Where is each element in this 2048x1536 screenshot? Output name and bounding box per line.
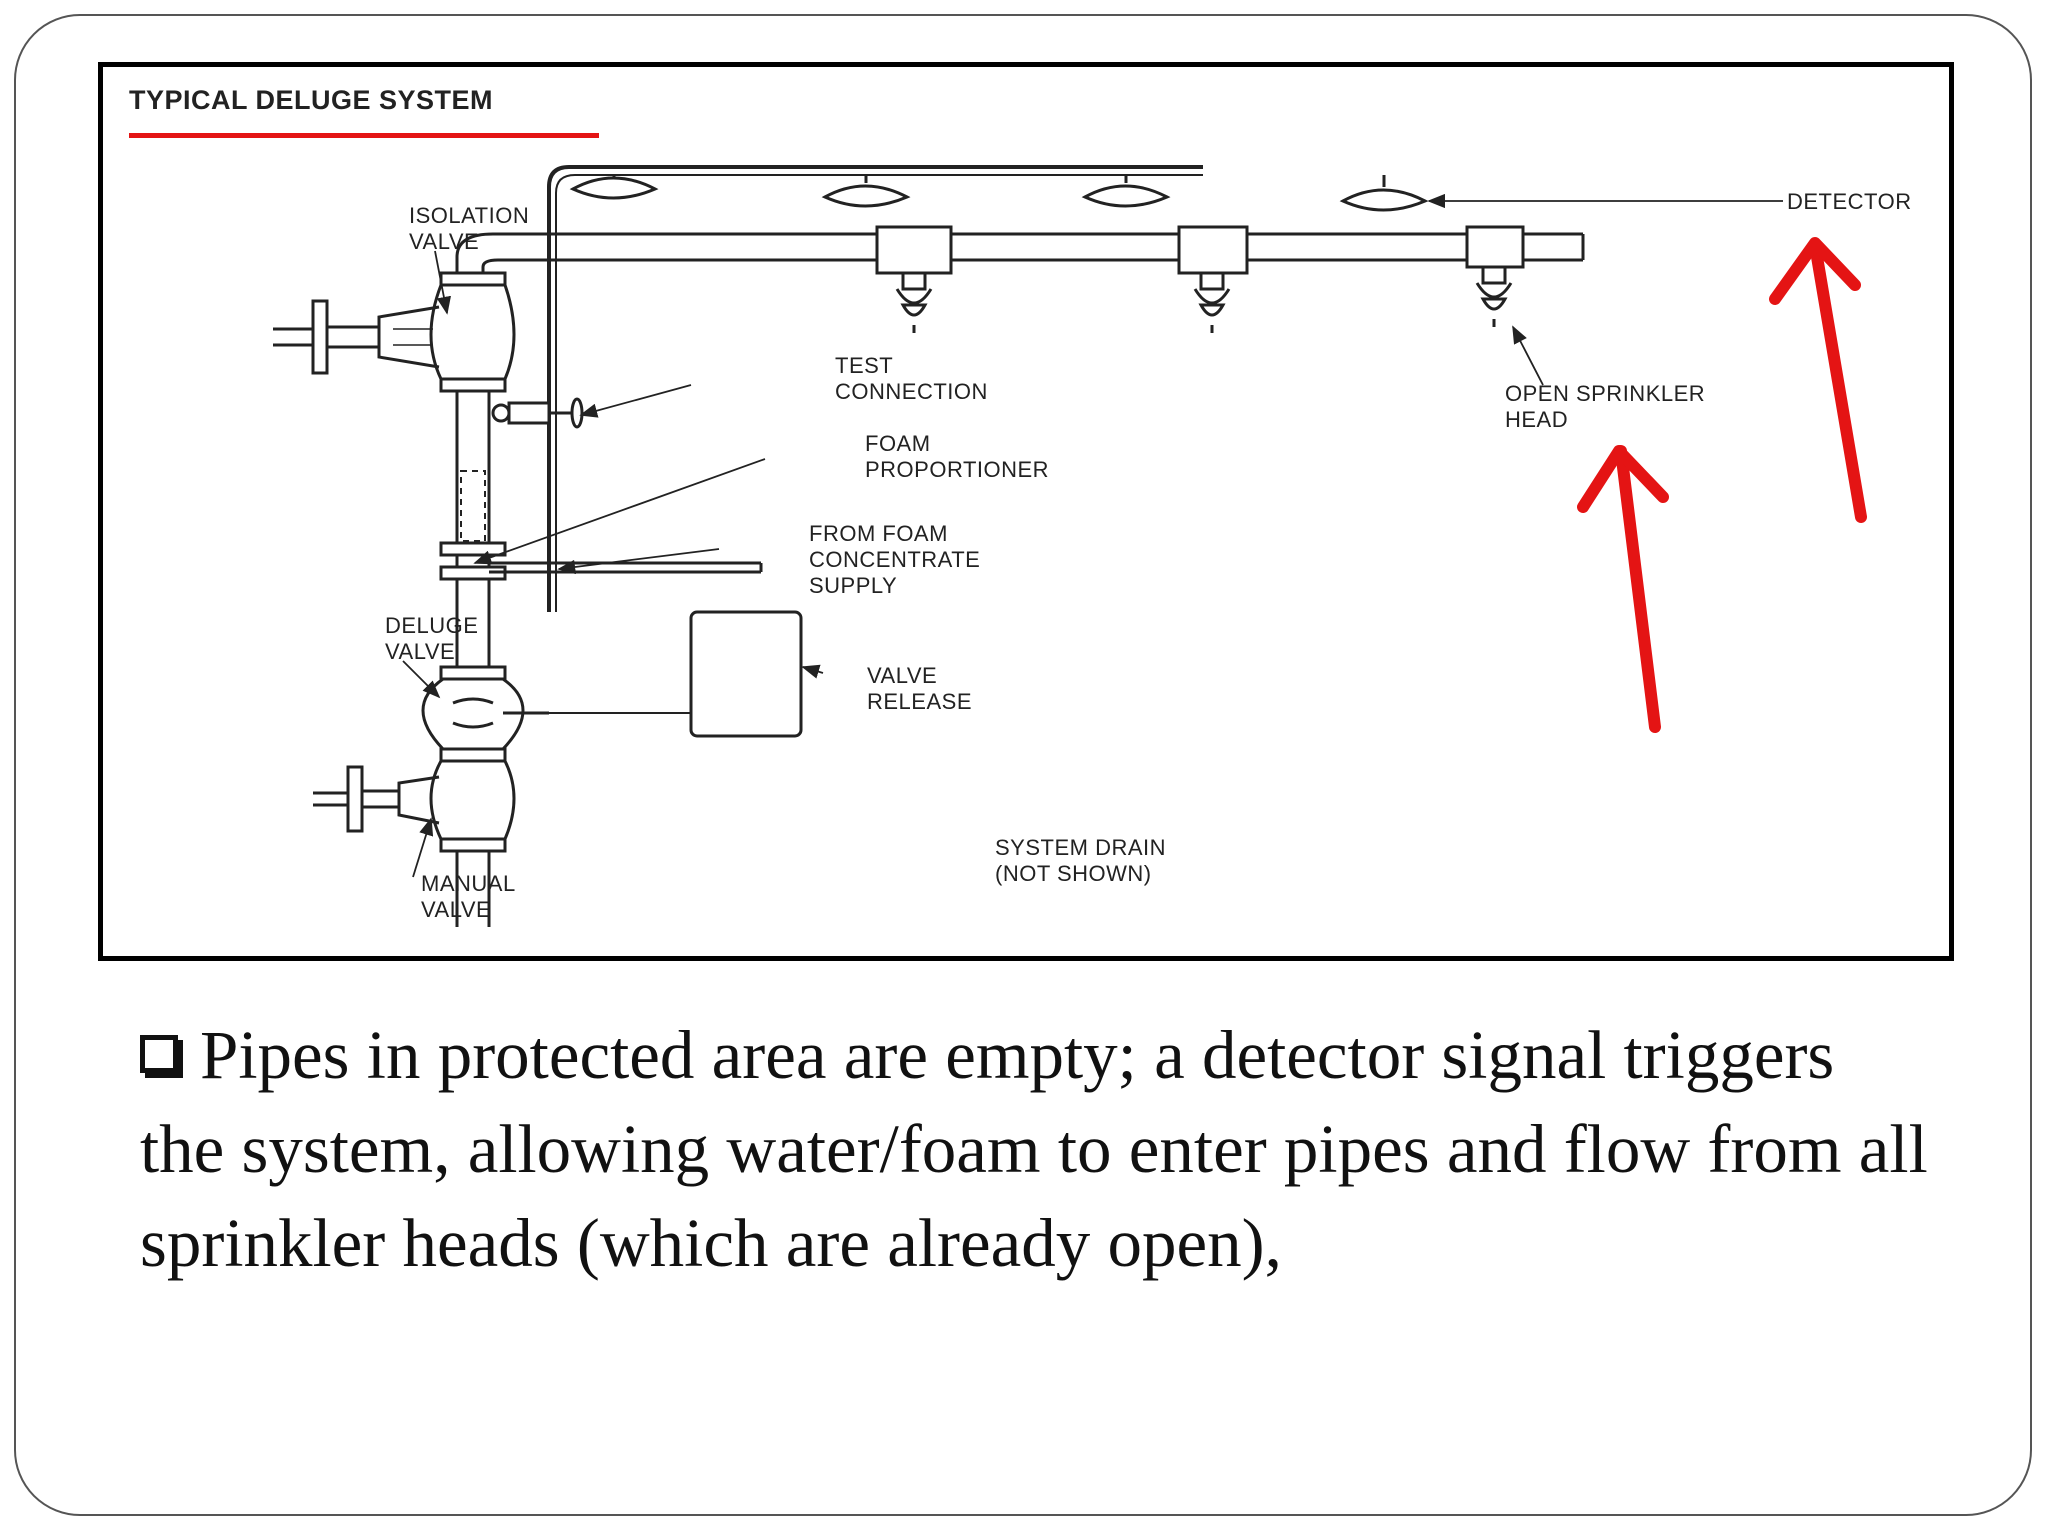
open-sprinkler-head-icon <box>875 225 953 333</box>
deluge-valve-label: DELUGE VALVE <box>385 613 485 664</box>
system-drain-label: SYSTEM DRAIN (NOT SHOWN) <box>995 835 1173 886</box>
isolation-valve-label: ISOLATION VALVE <box>409 203 536 254</box>
manual-valve <box>313 759 516 841</box>
red-arrow-sprinkler <box>1577 445 1669 733</box>
riser-elbow <box>455 232 513 275</box>
detector-label: DETECTOR <box>1787 189 1912 214</box>
isolation-valve <box>273 283 516 381</box>
figure-title: TYPICAL DELUGE SYSTEM <box>129 85 494 115</box>
foam-proportioner-label: FOAM PROPORTIONER <box>865 431 1049 482</box>
foam-proportioner <box>460 470 486 542</box>
test-connection-label: TEST CONNECTION <box>835 353 988 404</box>
valve-release-label: VALVE RELEASE <box>867 663 972 714</box>
open-sprinkler-head-icon <box>1465 225 1525 327</box>
open-sprinkler-head-label: OPEN SPRINKLER HEAD <box>1505 381 1712 432</box>
red-arrow-detector <box>1769 237 1867 523</box>
foam-supply-label: FROM FOAM CONCENTRATE SUPPLY <box>809 521 987 598</box>
detector-icon <box>569 175 659 200</box>
title-underline <box>129 133 599 138</box>
detection-line <box>547 165 1203 612</box>
bullet-paragraph: Pipes in protected area are empty; a det… <box>140 1008 1930 1290</box>
foam-supply-inlet <box>489 561 763 574</box>
main-pipe <box>513 232 1585 262</box>
manual-valve-label: MANUAL VALVE <box>421 871 522 922</box>
valve-release-box <box>503 610 803 738</box>
test-connection <box>491 397 584 429</box>
deluge-system-diagram: ISOLATION VALVE TEST CONNECTION FOAM PRO… <box>273 165 1912 927</box>
open-sprinkler-head-icon <box>1177 225 1249 333</box>
bullet-text: Pipes in protected area are empty; a det… <box>140 1017 1928 1281</box>
detector-icon <box>821 175 911 208</box>
detector-icon <box>1339 175 1429 212</box>
deluge-system-figure: TYPICAL DELUGE SYSTEM <box>98 62 1954 961</box>
detector-icon <box>1081 175 1171 208</box>
checkbox-bullet-icon <box>140 1035 178 1074</box>
